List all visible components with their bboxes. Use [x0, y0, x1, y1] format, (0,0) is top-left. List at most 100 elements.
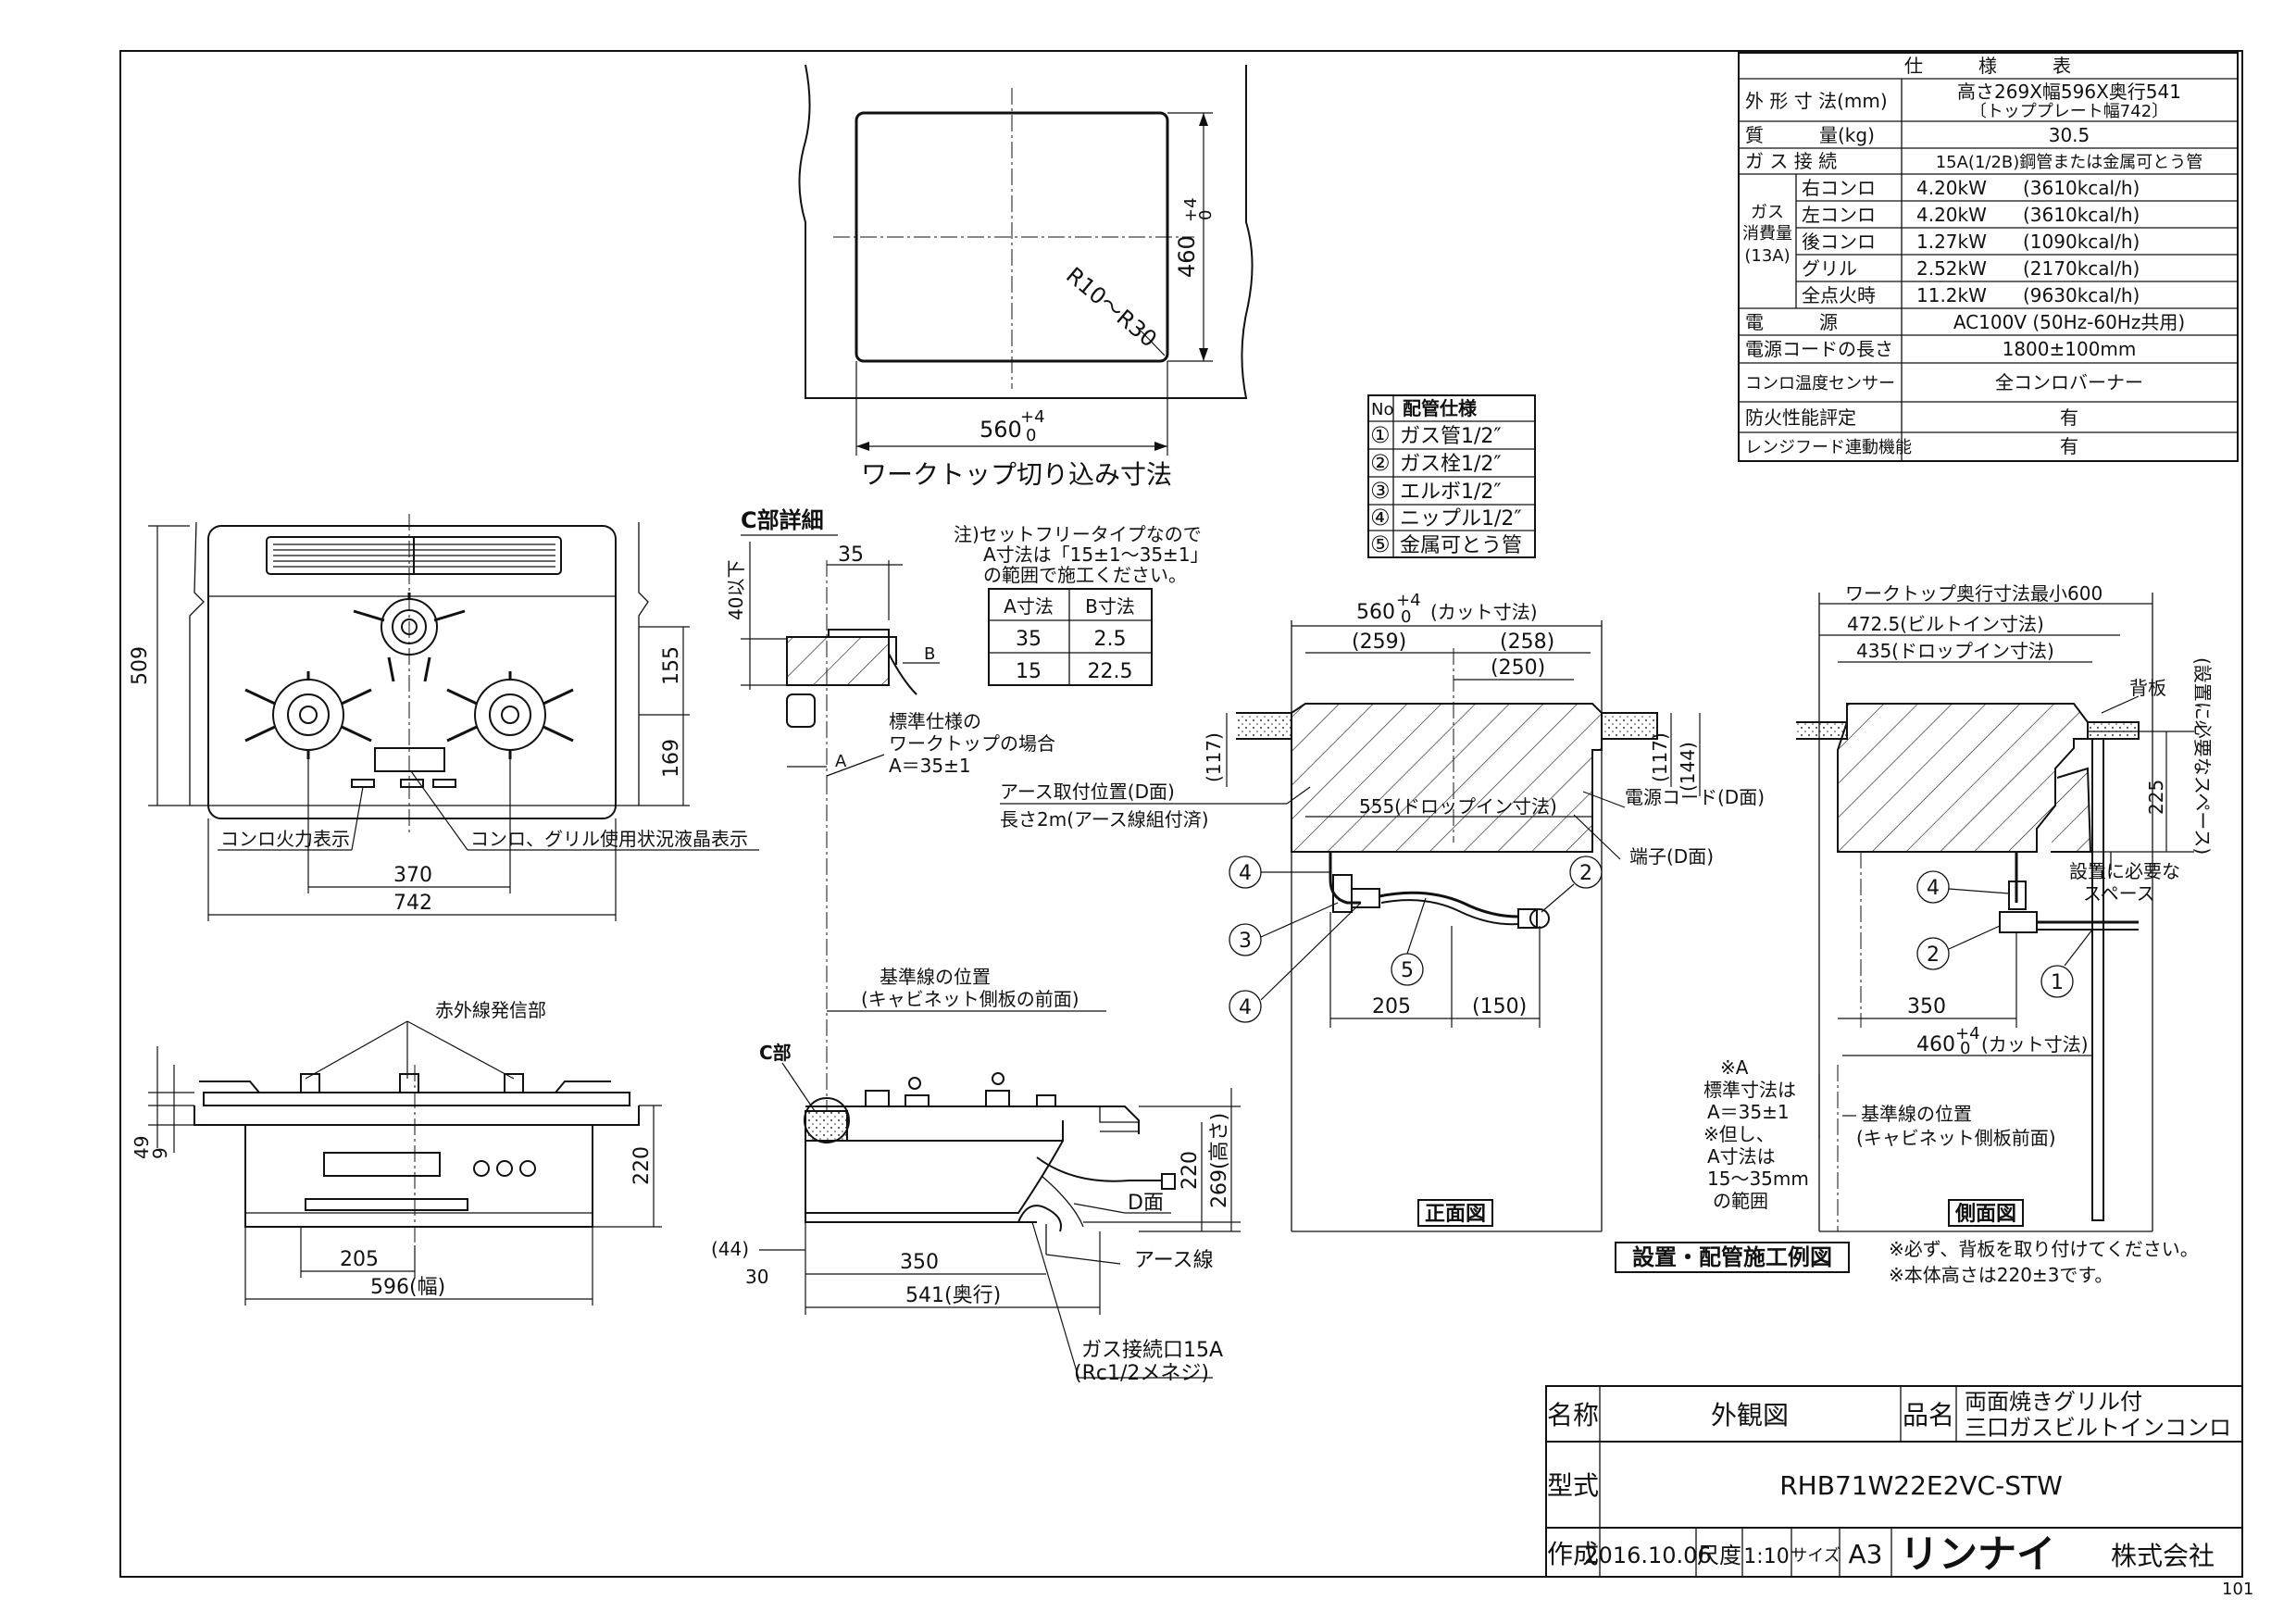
side-gas-port-2: (Rc1/2メネジ): [1074, 1362, 1209, 1385]
top-w-742: 742: [393, 892, 432, 915]
label-lcd: コンロ、グリル使用状況液晶表示: [470, 828, 748, 850]
flame-indicator-right: [432, 779, 456, 788]
is-balloon-1: 1: [2051, 971, 2064, 994]
if-power-cord: 電源コード(D面): [1625, 786, 1765, 808]
pipe-spec-1: ガス栓1/2″: [1400, 453, 1502, 476]
spec-label-power: 電 源: [1745, 311, 1838, 333]
sheet-border: [119, 50, 2243, 1578]
if-d150: (150): [1472, 995, 1527, 1018]
front-knob-2: [496, 1160, 513, 1177]
if-w560: 560: [1356, 601, 1395, 624]
if-d117r: (117): [1649, 732, 1671, 782]
a-header-b: B寸法: [1085, 595, 1135, 618]
is-note-a-7: の範囲: [1713, 1190, 1768, 1212]
if-flex-hose: [1379, 891, 1519, 918]
c-detail-title: C部詳細: [741, 507, 824, 533]
is-note-a-2: 標準寸法は: [1703, 1079, 1796, 1101]
side-d269: 269(高さ): [1208, 1113, 1231, 1208]
if-d250: (250): [1491, 656, 1545, 680]
is-space-2: スペース: [2083, 882, 2155, 905]
spec-value-sensor: 全コンロバーナー: [1995, 371, 2143, 394]
if-d205: 205: [1372, 995, 1411, 1018]
cutout-depth-tol-top: +4: [1181, 197, 1201, 222]
front-view: 赤外線発信部 49 9 220 205 596(幅): [131, 999, 662, 1305]
is-d4725: 472.5(ビルトイン寸法): [1847, 613, 2044, 635]
pipe-no-1: ②: [1370, 450, 1391, 476]
tb-date-label: 作成: [1547, 1539, 1599, 1569]
side-d30: 30: [745, 1266, 768, 1288]
if-label: 正面図: [1425, 1203, 1486, 1226]
footnote-2: ※本体高さは220±3です。: [1889, 1264, 2113, 1286]
spec-value-mass: 30.5: [2049, 124, 2090, 146]
is-note-a-5: A寸法は: [1707, 1145, 1776, 1168]
spec-value-size-2: 〔トッププレート幅742〕: [1970, 102, 2168, 121]
if-balloon-4a: 4: [1239, 862, 1252, 885]
title-block: 名称 外観図 品名 両面焼きグリル付 三口ガスビルトインコンロ 型式 RHB71…: [1545, 1385, 2243, 1578]
a-header-a: A寸法: [1004, 595, 1054, 618]
is-label: 側面図: [1954, 1203, 2016, 1226]
footnote-1: ※必ず、背板を取り付けてください。: [1889, 1238, 2199, 1260]
pipe-no-3: ④: [1370, 505, 1391, 531]
if-d259: (259): [1352, 631, 1406, 654]
front-knob-1: [473, 1160, 490, 1177]
spec-value-fire: 有: [2060, 406, 2078, 429]
side-d44: (44): [711, 1238, 749, 1260]
c-detail-label-b: B: [924, 644, 935, 664]
a-dimension-table: 注)セットフリータイプなので A寸法は「15±1～35±1」 の範囲で施工くださ…: [954, 523, 1209, 686]
label-flame-indicator: コンロ火力表示: [220, 828, 350, 850]
cutout-diagram: 460 +4 0 R10～R30 560 +4 0 ワークトップ切り込み寸法: [798, 64, 1254, 490]
spec-gas-label-4: 全点火時: [1802, 284, 1876, 306]
pipe-spec-3: ニップル1/2″: [1400, 507, 1522, 531]
pipe-no-2: ③: [1370, 478, 1391, 504]
spec-gas-kw-3: 2.52kW: [1916, 257, 1987, 280]
side-d220: 220: [1179, 1151, 1202, 1190]
tb-name: 外観図: [1711, 1400, 1789, 1430]
spec-gas-group-1: ガス: [1751, 203, 1784, 222]
is-note-a-6: 15～35mm: [1707, 1168, 1809, 1190]
a-note-1: 注)セットフリータイプなので: [954, 523, 1202, 545]
is-baseline-1: 基準線の位置: [1861, 1103, 1972, 1125]
side-earth: アース線: [1134, 1249, 1214, 1272]
spec-label-mass: 質 量(kg): [1745, 124, 1875, 146]
cutout-width-tol-top: +4: [1020, 407, 1045, 427]
spec-value-gas: 15A(1/2B)鋼管または金属可とう管: [1936, 153, 2203, 172]
if-pipe-nipple: [1329, 852, 1361, 905]
c-std-note-2: ワークトップの場合: [889, 732, 1055, 755]
top-view: 509 155 169 370 742 コンロ火力表示 コンロ、グリル使用状況液…: [129, 514, 759, 921]
cutout-radius: R10～R30: [1061, 262, 1162, 353]
is-d435: 435(ドロップイン寸法): [1856, 640, 2054, 662]
spec-gas-label-2: 後コンロ: [1802, 231, 1876, 253]
tb-scale-label: 尺度: [1697, 1543, 1741, 1568]
is-min600: ワークトップ奥行寸法最小600: [1845, 582, 2103, 605]
front-d205: 205: [340, 1248, 379, 1271]
a-row0-a: 35: [1016, 628, 1042, 651]
spec-gas-kcal-1: (3610kcal/h): [2023, 204, 2140, 226]
spec-label-hood: レンジフード連動機能: [1745, 438, 1912, 457]
if-w560-tol-bot: 0: [1401, 607, 1411, 627]
c-detail-label-a: A: [835, 752, 847, 771]
page-number: 101: [2222, 1580, 2253, 1599]
pipe-spec-0: ガス管1/2″: [1400, 425, 1502, 448]
install-front-view: 560 +4 0 (カット寸法) (259) (258) (250) (117)…: [1000, 591, 1765, 1232]
tb-product-label: 品名: [1903, 1400, 1954, 1430]
spec-label-cord: 電源コードの長さ: [1745, 338, 1893, 360]
spec-label-sensor: コンロ温度センサー: [1745, 374, 1895, 394]
spec-table: 仕 様 表 外 形 寸 法(mm) 高さ269X幅596X奥行541 〔トッププ…: [1738, 52, 2239, 462]
top-h-169: 169: [660, 739, 683, 778]
tb-date: 2016.10.06: [1584, 1543, 1711, 1568]
c-detail-d35: 35: [838, 543, 864, 567]
is-d460-tol-bot: 0: [1960, 1039, 1970, 1058]
front-d9: 9: [149, 1147, 171, 1159]
top-h-509: 509: [129, 646, 152, 685]
spec-gas-label-1: 左コンロ: [1802, 204, 1876, 226]
front-d220: 220: [630, 1146, 654, 1185]
tb-product-1: 両面焼きグリル付: [1965, 1389, 2142, 1415]
cutout-title: ワークトップ切り込み寸法: [861, 459, 1172, 490]
side-power-cord: [1036, 1156, 1162, 1182]
is-backboard: 背板: [2129, 677, 2166, 699]
tb-size-label: サイズ: [1791, 1546, 1840, 1566]
flame-indicator-center: [400, 779, 424, 788]
spec-gas-kcal-3: (2170kcal/h): [2023, 257, 2140, 280]
pipe-spec-4: 金属可とう管: [1400, 534, 1522, 557]
if-earth-pos-1: アース取付位置(D面): [1000, 781, 1175, 803]
